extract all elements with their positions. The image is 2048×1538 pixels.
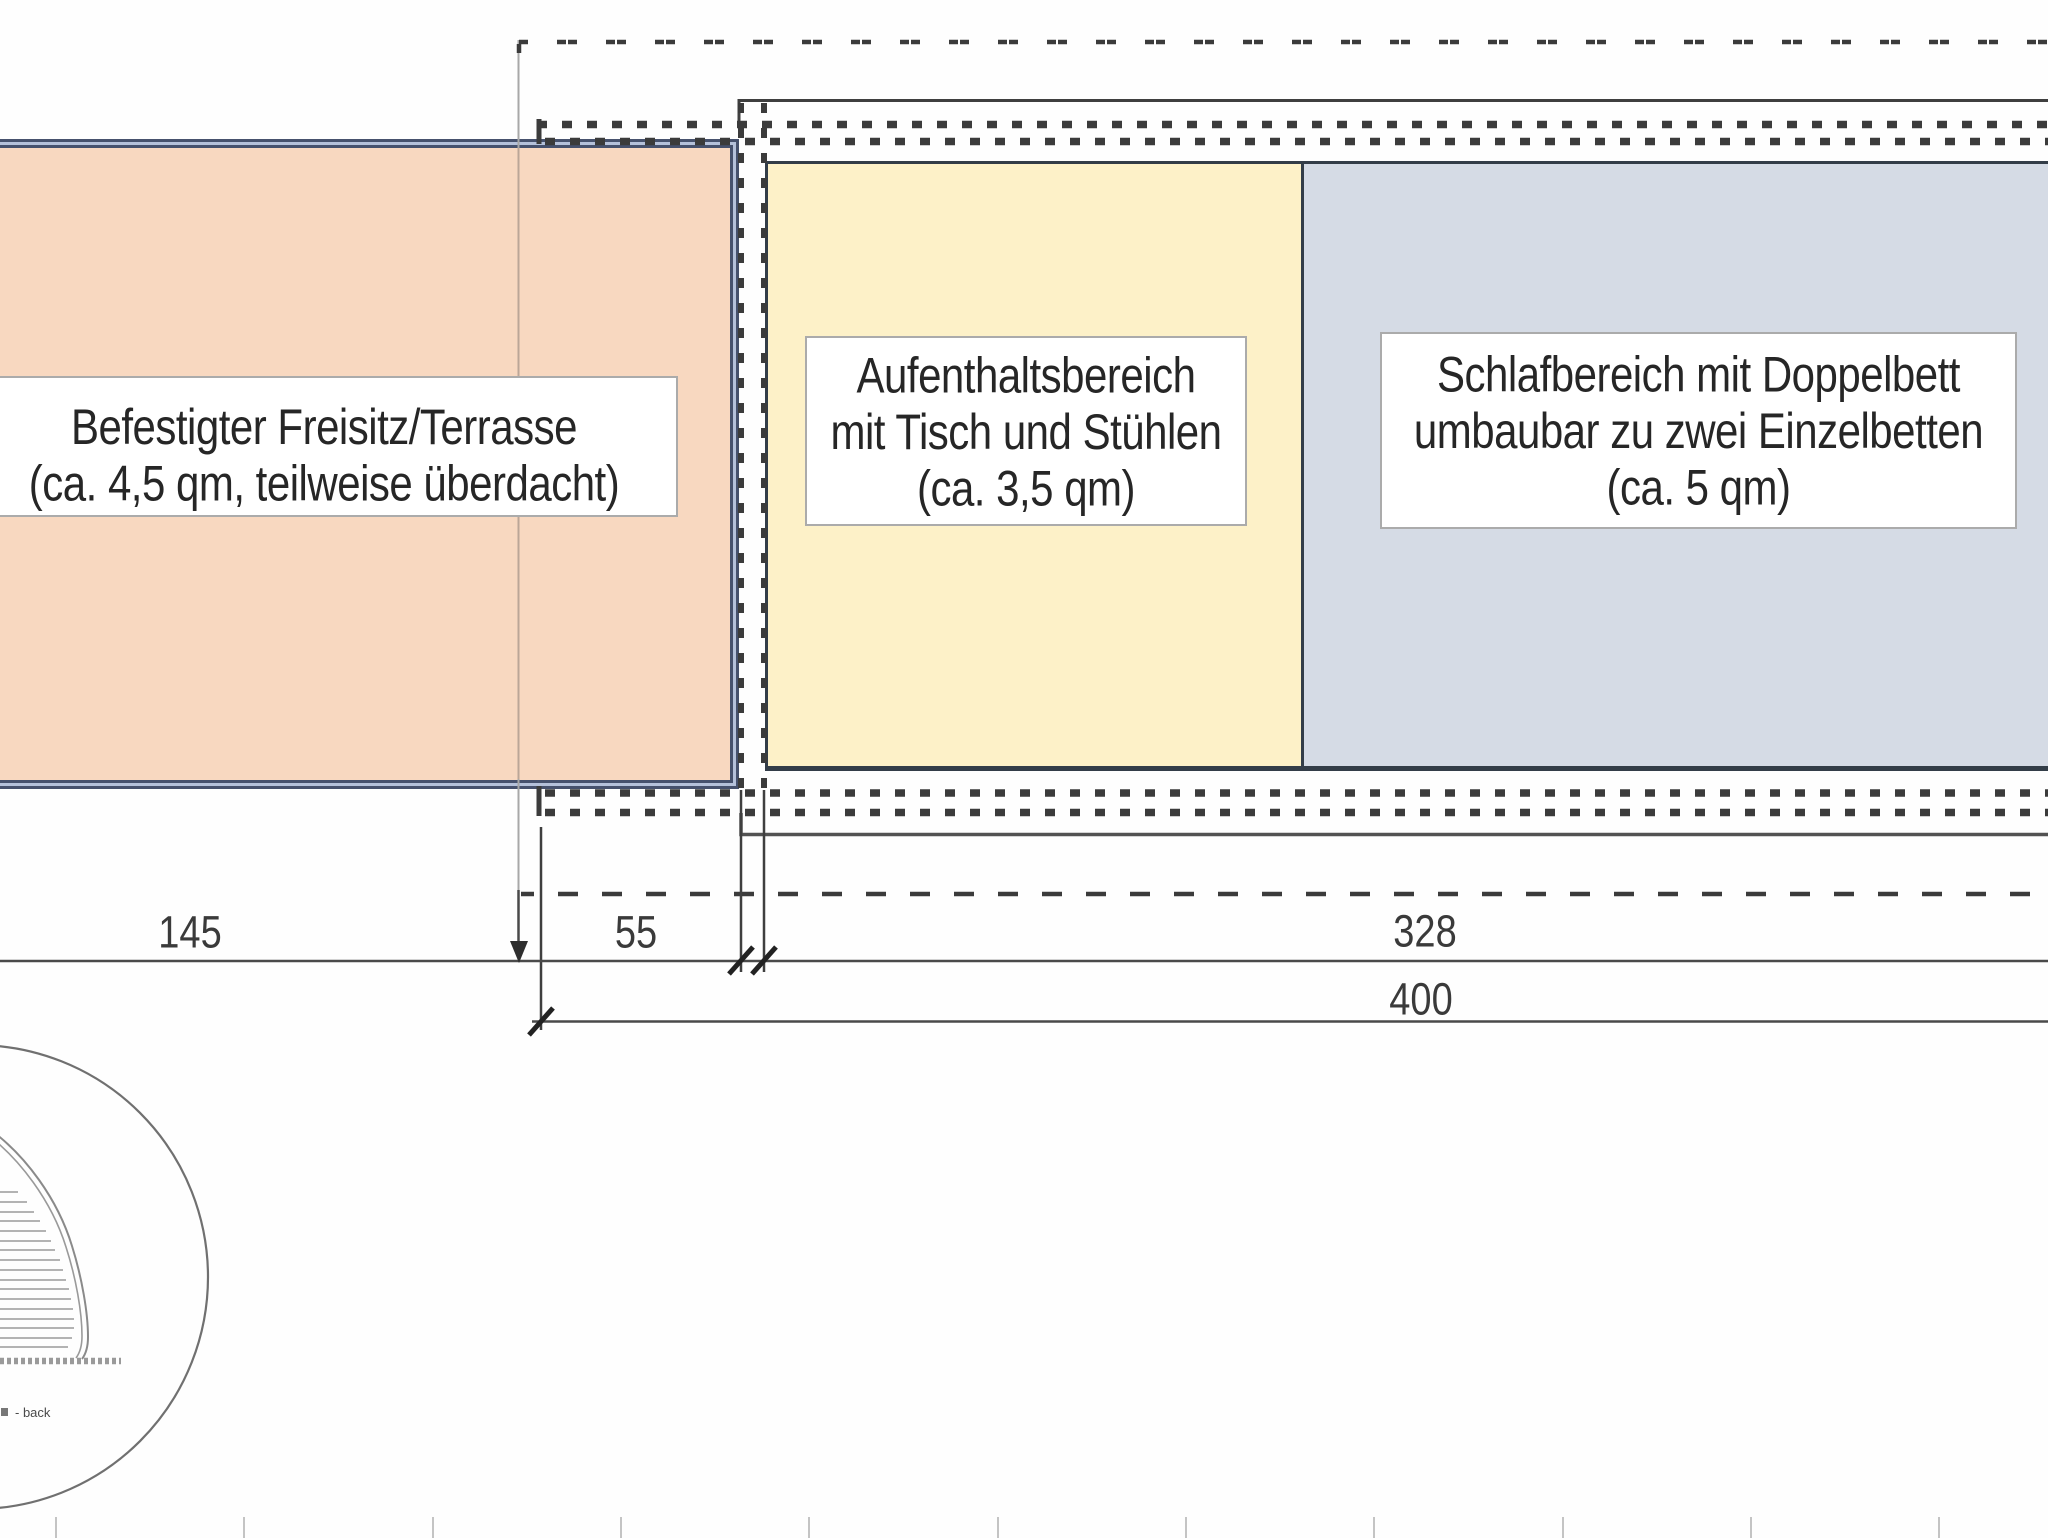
svg-text:- back: - back bbox=[15, 1405, 51, 1420]
